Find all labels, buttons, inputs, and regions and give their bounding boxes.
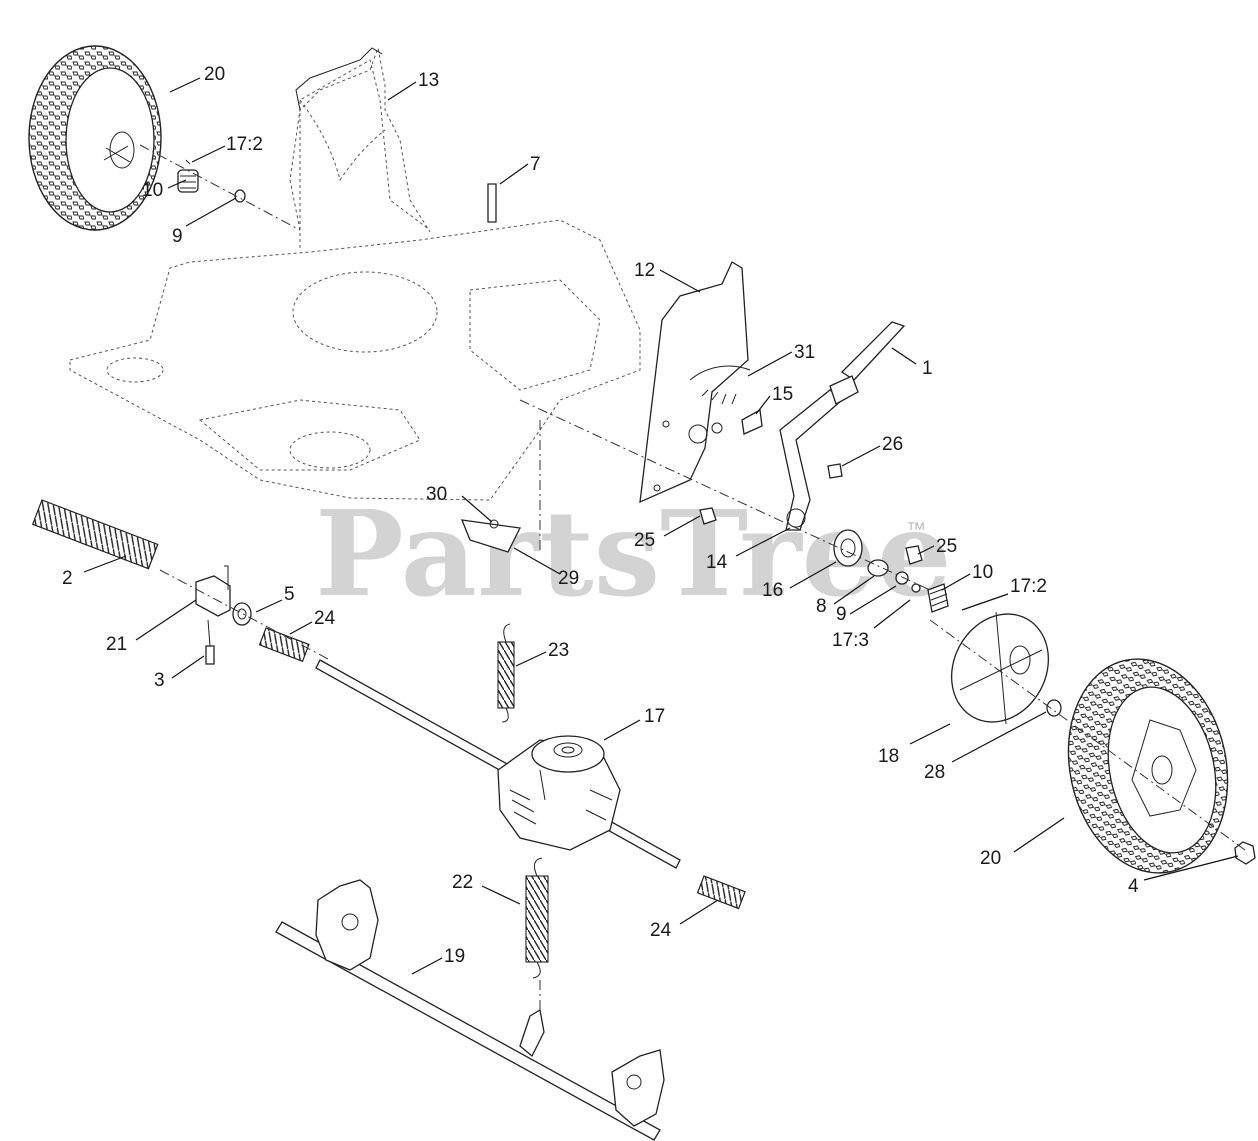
callout-24-upper: 24 (314, 608, 336, 629)
height-adjust-plate (639, 261, 751, 504)
callout-31: 31 (794, 342, 815, 363)
callout-10-upper: 10 (142, 180, 163, 201)
assembly-axes (139, 144, 1246, 1010)
callout-18: 18 (878, 746, 899, 767)
callout-20-upper: 20 (204, 64, 225, 85)
callout-8: 8 (816, 596, 827, 617)
short-spring-upper (258, 627, 310, 663)
callout-7: 7 (530, 154, 541, 175)
callout-4: 4 (1128, 876, 1139, 897)
callout-19: 19 (444, 946, 465, 967)
callout-3: 3 (154, 670, 165, 691)
callout-30: 30 (426, 484, 447, 505)
callout-28: 28 (924, 762, 945, 783)
washer (1046, 699, 1062, 717)
deck-outline (69, 59, 641, 501)
wheel-disc (950, 611, 1050, 725)
callout-21: 21 (106, 634, 127, 655)
short-spring-lower (696, 875, 746, 910)
callout-14: 14 (706, 552, 728, 573)
leader-lines (83, 77, 1239, 975)
callout-2: 2 (62, 568, 73, 589)
trademark-mark: ™ (906, 519, 926, 541)
spring-clip (741, 408, 763, 435)
wheel-hub-gear-left (177, 159, 246, 203)
callout-16: 16 (762, 580, 783, 601)
rear-wheel-left (28, 45, 162, 231)
callout-25-left: 25 (634, 530, 655, 551)
callout-15: 15 (772, 384, 793, 405)
callout-17-2-upper: 17:2 (226, 134, 263, 155)
height-lever (779, 321, 906, 531)
axle-bracket (195, 565, 231, 665)
callout-22: 22 (452, 872, 473, 893)
callout-26: 26 (882, 434, 903, 455)
callout-12: 12 (634, 260, 655, 281)
callout-24-lower: 24 (650, 920, 672, 941)
nut (1234, 841, 1256, 865)
rear-wheel-right (1067, 658, 1229, 874)
bushing (232, 602, 252, 626)
transmission (497, 735, 621, 851)
fasteners (699, 463, 923, 565)
callout-23: 23 (548, 640, 569, 661)
extension-spring-upper (497, 623, 515, 723)
callout-9-upper: 9 (172, 226, 183, 247)
callout-1: 1 (922, 358, 933, 379)
callout-20-lower: 20 (980, 848, 1001, 869)
callout-25-right: 25 (936, 536, 957, 557)
callout-29: 29 (558, 568, 579, 589)
long-spring (31, 499, 159, 570)
deflector (460, 519, 521, 553)
pin (487, 183, 497, 223)
callouts: 20 13 17:2 10 9 7 12 31 1 15 26 30 25 14… (62, 64, 1139, 967)
callout-10-right: 10 (972, 562, 993, 583)
callout-17-3: 17:3 (832, 630, 869, 651)
callout-13: 13 (418, 70, 439, 91)
height-bar (275, 879, 665, 1141)
callout-17-2-right: 17:2 (1010, 576, 1047, 597)
extension-spring-lower (525, 857, 549, 979)
callout-17: 17 (644, 706, 665, 727)
rear-housing-bracket (289, 46, 431, 233)
callout-5: 5 (284, 584, 295, 605)
callout-9-right: 9 (836, 604, 847, 625)
